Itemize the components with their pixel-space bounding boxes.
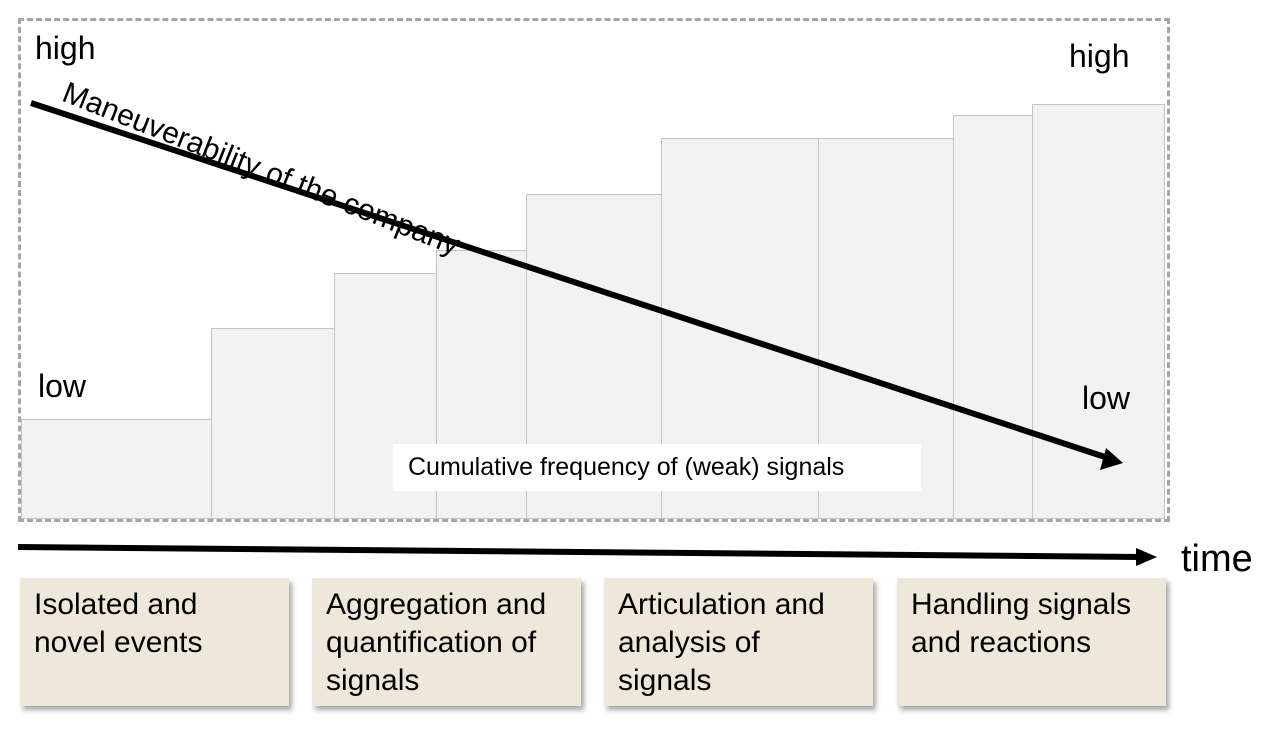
high-left-label: high [35, 30, 96, 66]
low-left-label: low [38, 368, 87, 404]
frequency-step-2 [211, 328, 335, 519]
frequency-step-1 [21, 419, 212, 519]
cumulative-frequency-label: Cumulative frequency of (weak) signals [393, 444, 921, 491]
time-axis-arrowhead [1136, 548, 1157, 566]
phase-box-2: Aggregation and quantification of signal… [312, 578, 581, 706]
phase-box-4: Handling signals and reactions [897, 578, 1166, 706]
phase-box-1: Isolated and novel events [20, 578, 289, 706]
high-right-label: high [1069, 38, 1130, 74]
phase-box-3: Articulation and analysis of signals [604, 578, 873, 706]
time-label: time [1181, 538, 1253, 580]
maneuverability-line [30, 100, 1109, 461]
frequency-step-8 [953, 115, 1033, 519]
time-axis-line [17, 544, 1141, 560]
dashed-border [18, 18, 1170, 522]
maneuverability-arrowhead [1100, 448, 1123, 470]
frequency-step-9 [1032, 104, 1165, 519]
low-right-label: low [1082, 380, 1131, 416]
